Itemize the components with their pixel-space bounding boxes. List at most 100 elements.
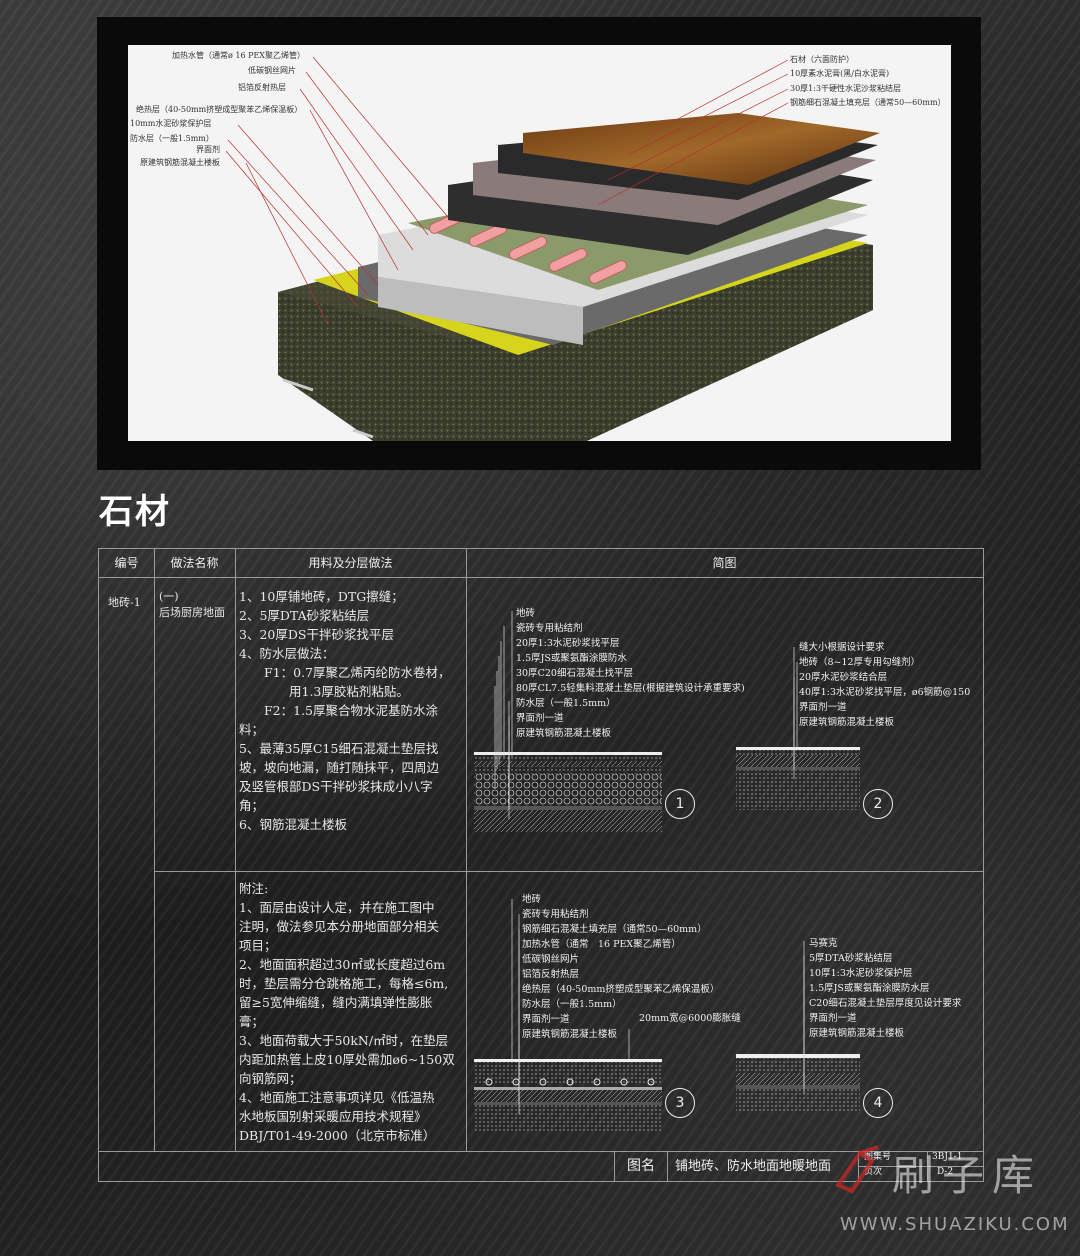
layer-label: 瓷砖专用粘结剂 <box>516 623 583 634</box>
note-line: 膏； <box>239 1014 265 1029</box>
method-line: 料； <box>239 722 265 737</box>
layer-label: 地砖 <box>516 608 536 619</box>
layered-floor-render: 加热水管（通常ø 16 PEX聚乙烯管） 低碳钢丝网片 铝箔反射热层 绝热层（4… <box>128 45 951 441</box>
header-diagram: 简图 <box>712 556 737 570</box>
note-line: 留≥5宽伸缩缝，缝内满填弹性膨胀 <box>239 995 433 1010</box>
method-line: 用1.3厚胶粘剂粘贴。 <box>239 684 409 699</box>
method-line: 5、最薄35厚C15细石混凝土垫层找 <box>239 741 439 756</box>
grid-line <box>99 1151 983 1152</box>
row-name-line: 后场厨房地面 <box>159 606 225 619</box>
row-code: 地砖-1 <box>108 596 141 609</box>
watermark-brush-icon <box>834 1145 879 1194</box>
layer-label: 界面剂一道 <box>516 713 564 724</box>
render-label-right-3: 30厚1:3干硬性水泥沙浆粘结层 <box>790 84 902 93</box>
layer-label: 界面剂一道 <box>522 1014 570 1025</box>
note-line: 项目； <box>239 938 277 953</box>
layer-label: 地砖 <box>522 894 542 905</box>
header-name: 做法名称 <box>170 556 219 570</box>
layer-label: 低碳钢丝网片 <box>522 954 580 965</box>
layer-label: 钢筋细石混凝土填充层（通常50—60mm） <box>522 924 707 935</box>
layer-label: C20细石混凝土垫层厚度见设计要求 <box>809 998 962 1009</box>
layer-label: 防水层（一般1.5mm） <box>516 698 616 709</box>
diagram-3-number: 3 <box>665 1088 695 1118</box>
render-label-left-7: 界面剂 <box>196 145 220 154</box>
method-line: 3、20厚DS干拌砂浆找平层 <box>239 627 394 642</box>
layer-label: 加热水管（通常 16 PEX聚乙烯管） <box>522 939 681 950</box>
method-line: F1：0.7厚聚乙烯丙纶防水卷材， <box>239 665 451 680</box>
layer-label: 20厚水泥砂浆结合层 <box>799 672 888 683</box>
method-line: 6、钢筋混凝土楼板 <box>239 817 347 832</box>
layer-label: 30厚C20细石混凝土找平层 <box>516 668 633 679</box>
page-value: D-2 <box>937 1167 954 1177</box>
layer-label: 80厚CL7.5轻集料混凝土垫层(根据建筑设计承重要求) <box>516 683 745 694</box>
notes-text: 附注: 1、面层由设计人定，并在施工图中 注明，做法参见本分册地面部分相关 项目… <box>239 879 464 1145</box>
note-line: 水地板国别射采暖应用技术规程》 <box>239 1109 427 1124</box>
note-line: 内距加热管上皮10厚处需加ø6~150双 <box>239 1052 455 1067</box>
render-label-left-6: 防水层（一般1.5mm） <box>130 134 214 143</box>
note-line: 注明，做法参见本分册地面部分相关 <box>239 919 440 934</box>
header-method: 用料及分层做法 <box>308 556 393 570</box>
grid-line <box>235 549 236 1151</box>
render-label-left-8: 原建筑钢筋混凝土楼板 <box>140 158 220 167</box>
page-label: 页次 <box>864 1167 883 1177</box>
drawing-title: 铺地砖、防水地面地暖地面 <box>675 1159 832 1174</box>
layer-label: 防水层（一般1.5mm） <box>522 999 622 1010</box>
watermark-url: WWW.SHUAZIKU.COM <box>840 1214 1070 1235</box>
layer-label: 瓷砖专用粘结剂 <box>522 909 589 920</box>
method-line: 4、防水层做法： <box>239 646 335 661</box>
grid-line <box>614 1151 615 1181</box>
method-line: 角； <box>239 798 265 813</box>
layer-label: 原建筑钢筋混凝土楼板 <box>522 1029 618 1040</box>
render-label-right-4: 钢筋细石混凝土填充层（通常50—60mm） <box>790 98 946 107</box>
render-label-right-2: 10厚素水泥膏(黑/白水泥膏) <box>790 69 890 78</box>
render-label-left-3: 铝箔反射热层 <box>238 83 286 92</box>
layer-label: 原建筑钢筋混凝土楼板 <box>799 717 895 728</box>
note-line: 2、地面面积超过30㎡或长度超过6m <box>239 957 446 972</box>
spec-table: 编号 做法名称 用料及分层做法 简图 地砖-1 (一) 后场厨房地面 1、10厚… <box>98 548 984 1182</box>
layer-label: 40厚1:3水泥砂浆找平层，ø6钢筋@150 <box>799 687 971 698</box>
row-name-line: (一) <box>159 590 179 603</box>
grid-line <box>858 1166 983 1167</box>
diagram-2-labels: 缝大小根据设计要求 地砖（8~12厚专用勾缝剂） 20厚水泥砂浆结合层 40厚1… <box>799 640 970 730</box>
grid-line <box>154 871 983 872</box>
layer-label: 1.5厚JS或聚氨酯涂膜防水层 <box>809 983 930 994</box>
layer-label: 马赛克 <box>809 938 838 949</box>
note-line: 1、面层由设计人定，并在施工图中 <box>239 900 435 915</box>
note-line: 4、地面施工注意事项详见《低温热 <box>239 1090 435 1105</box>
method-line: 及竖管根部DS干拌砂浆抹成小八字 <box>239 779 433 794</box>
method-text: 1、10厚铺地砖，DTG擦缝； 2、5厚DTA砂浆粘结层 3、20厚DS干拌砂浆… <box>239 587 464 834</box>
note-line: 时，垫层需分仓跳格施工，每格≤6m, <box>239 976 449 991</box>
note-line: 3、地面荷载大于50kN/㎡时，在垫层 <box>239 1033 449 1048</box>
note-line: 附注: <box>239 881 269 896</box>
layer-label: 缝大小根据设计要求 <box>799 642 885 653</box>
method-line: 坡，坡向地漏，随打随抹平，四周边 <box>239 760 440 775</box>
layer-label: 地砖（8~12厚专用勾缝剂） <box>799 657 921 668</box>
footer-label: 图名 <box>627 1158 655 1174</box>
marble-top <box>523 113 880 185</box>
layer-label: 界面剂一道 <box>809 1013 857 1024</box>
atlas-label: 图集号 <box>864 1152 892 1162</box>
method-line: 1、10厚铺地砖，DTG擦缝； <box>239 589 404 604</box>
render-label-left-4: 绝热层（40-50mm挤塑成型聚苯乙烯保温板） <box>136 105 303 114</box>
layer-label: 20厚1:3水泥砂浆找平层 <box>516 638 620 649</box>
diagram-1-number: 1 <box>665 789 695 819</box>
layer-label: 5厚DTA砂浆粘结层 <box>809 953 893 964</box>
render-label-left-2: 低碳钢丝网片 <box>248 66 296 75</box>
method-line: F2：1.5厚聚合物水泥基防水涂 <box>239 703 439 718</box>
grid-line <box>466 549 467 1151</box>
layer-label: 界面剂一道 <box>799 702 847 713</box>
row-name: (一) 后场厨房地面 <box>159 589 225 621</box>
grid-line <box>154 549 155 1151</box>
expansion-joint-label: 20mm宽@6000膨胀缝 <box>639 1013 741 1024</box>
diagram-4-labels: 马赛克 5厚DTA砂浆粘结层 10厚1:3水泥砂浆保护层 1.5厚JS或聚氨酯涂… <box>809 936 961 1041</box>
render-label-left-5: 10mm水泥砂浆保护层 <box>130 119 212 128</box>
diagram-2-number: 2 <box>863 789 893 819</box>
layer-label: 原建筑钢筋混凝土楼板 <box>516 728 612 739</box>
watermark-text: 刷子库 <box>892 1151 1043 1200</box>
note-line: 向钢筋网； <box>239 1071 302 1086</box>
diagram-1-labels: 地砖 瓷砖专用粘结剂 20厚1:3水泥砂浆找平层 1.5厚JS或聚氨酯涂膜防水 … <box>516 606 745 741</box>
layer-label: 原建筑钢筋混凝土楼板 <box>809 1028 905 1039</box>
render-label-left-1: 加热水管（通常ø 16 PEX聚乙烯管） <box>172 51 305 60</box>
floor-layers-illustration <box>225 56 880 441</box>
atlas-value: 3BJ1-1 <box>932 1152 963 1162</box>
